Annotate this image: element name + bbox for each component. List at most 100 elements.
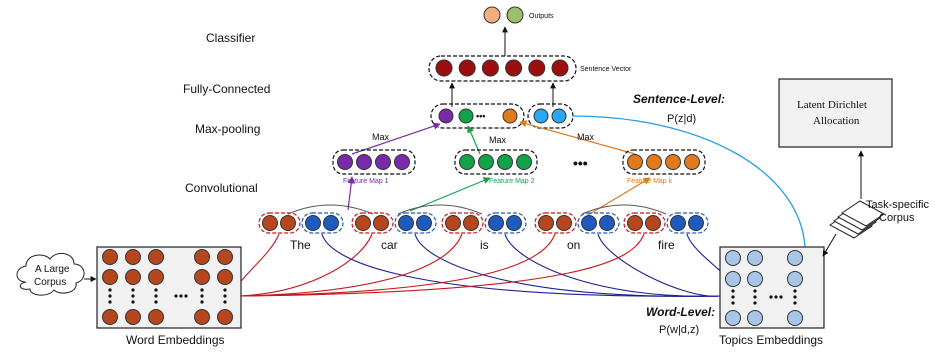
token-topic-node (581, 215, 597, 231)
feature-map-1-label: Feature Map 1 (343, 178, 389, 185)
token-topic-box (394, 212, 437, 234)
token-topic-node (323, 215, 339, 231)
matrix-dot (184, 294, 188, 298)
matrix-dot (753, 289, 757, 293)
token-topic-node (688, 215, 704, 231)
pool-node-k (502, 108, 518, 124)
token-word-node (262, 215, 278, 231)
task-corpus-line2: Corpus (879, 212, 915, 224)
word-embedding-node (102, 309, 118, 325)
token-word-node (463, 215, 479, 231)
token-topic-node (416, 215, 432, 231)
word-car: car (381, 238, 398, 252)
feature-map-2-label: Feature Map 2 (489, 178, 535, 185)
matrix-dot (731, 295, 735, 299)
feature-map-2-node (497, 154, 513, 170)
token-word-node (355, 215, 371, 231)
word-embedding-node (194, 309, 210, 325)
max-arrow-mapk (519, 120, 636, 155)
sentence-node (435, 59, 453, 77)
feature-map-k-box (622, 149, 706, 175)
topic-embedding-node (787, 250, 803, 266)
outputs-label: Outputs (529, 13, 554, 20)
word-embedding-node (148, 309, 164, 325)
token-topic-node (305, 215, 321, 231)
matrix-dot (223, 288, 227, 292)
sentence-node (551, 59, 569, 77)
matrix-dot (108, 294, 112, 298)
word-embedding-node (125, 269, 141, 285)
large-corpus-line2: Corpus (34, 277, 66, 288)
max-label-1: Max (372, 132, 390, 142)
token-topic-box (577, 212, 620, 234)
token-topic-box (666, 212, 709, 234)
topic-embedding-node (747, 250, 763, 266)
matrix-dot (154, 294, 158, 298)
topic-embedding-node (787, 271, 803, 287)
token-word-node (627, 215, 643, 231)
feature-map-2-box (454, 149, 538, 175)
topic-embeddings-grid (725, 250, 803, 326)
token-word-box (258, 212, 301, 234)
sentence-node (505, 59, 523, 77)
task-corpus-line1: Task-specific (866, 199, 929, 211)
word-level-formula: P(w|d,z) (659, 324, 699, 336)
token-topic-node (506, 215, 522, 231)
matrix-dot (731, 301, 735, 305)
task-corpus-documents (829, 200, 885, 239)
feature-map-1-box (332, 149, 416, 175)
word-embedding-node (148, 269, 164, 285)
conv-window-arc-2 (397, 204, 483, 215)
matrix-dot (108, 288, 112, 292)
token-word-box (623, 212, 666, 234)
matrix-dot (131, 300, 135, 304)
lda-line2: Allocation (813, 115, 860, 127)
matrix-dot (131, 288, 135, 292)
word-embedding-node (194, 249, 210, 265)
matrix-dot (793, 295, 797, 299)
topic-embedding-node (747, 310, 763, 326)
matrix-dot (223, 300, 227, 304)
feature-map-ellipsis: ••• (573, 155, 588, 171)
matrix-dot (779, 295, 783, 299)
topic-embedding-link (414, 233, 721, 297)
matrix-dot (774, 295, 778, 299)
feature-map-k-label: Feature Map k (627, 178, 673, 185)
word-embeddings-box (96, 246, 242, 329)
layer-label-max-pooling: Max-pooling (195, 122, 260, 136)
feature-map-1-nodes (337, 154, 410, 170)
word-embedding-node (125, 309, 141, 325)
word-embedding-link (240, 233, 556, 297)
sentence-vector-nodes (435, 59, 569, 77)
sentence-node (458, 59, 476, 77)
word-embedding-node (217, 269, 233, 285)
token-topic-node (398, 215, 414, 231)
word-embedding-link (240, 233, 463, 297)
token-word-node (556, 215, 572, 231)
token-topic-node (599, 215, 615, 231)
token-topic-node (488, 215, 504, 231)
feature-map-2-nodes (459, 154, 532, 170)
word-is: is (480, 238, 489, 252)
feature-map-1-node (375, 154, 391, 170)
feature-map-k-node (684, 154, 700, 170)
matrix-dot (753, 301, 757, 305)
layer-label-convolutional: Convolutional (185, 181, 258, 195)
topic-embedding-node (725, 250, 741, 266)
token-word-node (445, 215, 461, 231)
pool-topic-node-2 (551, 108, 567, 124)
feature-map-1-node (356, 154, 372, 170)
matrix-dot (753, 295, 757, 299)
word-embedding-node (217, 249, 233, 265)
word-embedding-link (234, 233, 280, 297)
word-embedding-link (240, 233, 373, 297)
arrow-corpus-to-topics (822, 233, 837, 257)
word-the: The (290, 238, 311, 252)
word-on: on (567, 238, 580, 252)
sentence-vector-label: Sentence Vector (580, 66, 632, 73)
topic-embedding-link (321, 233, 721, 297)
feature-map-2-node (459, 154, 475, 170)
word-embedding-node (102, 269, 118, 285)
